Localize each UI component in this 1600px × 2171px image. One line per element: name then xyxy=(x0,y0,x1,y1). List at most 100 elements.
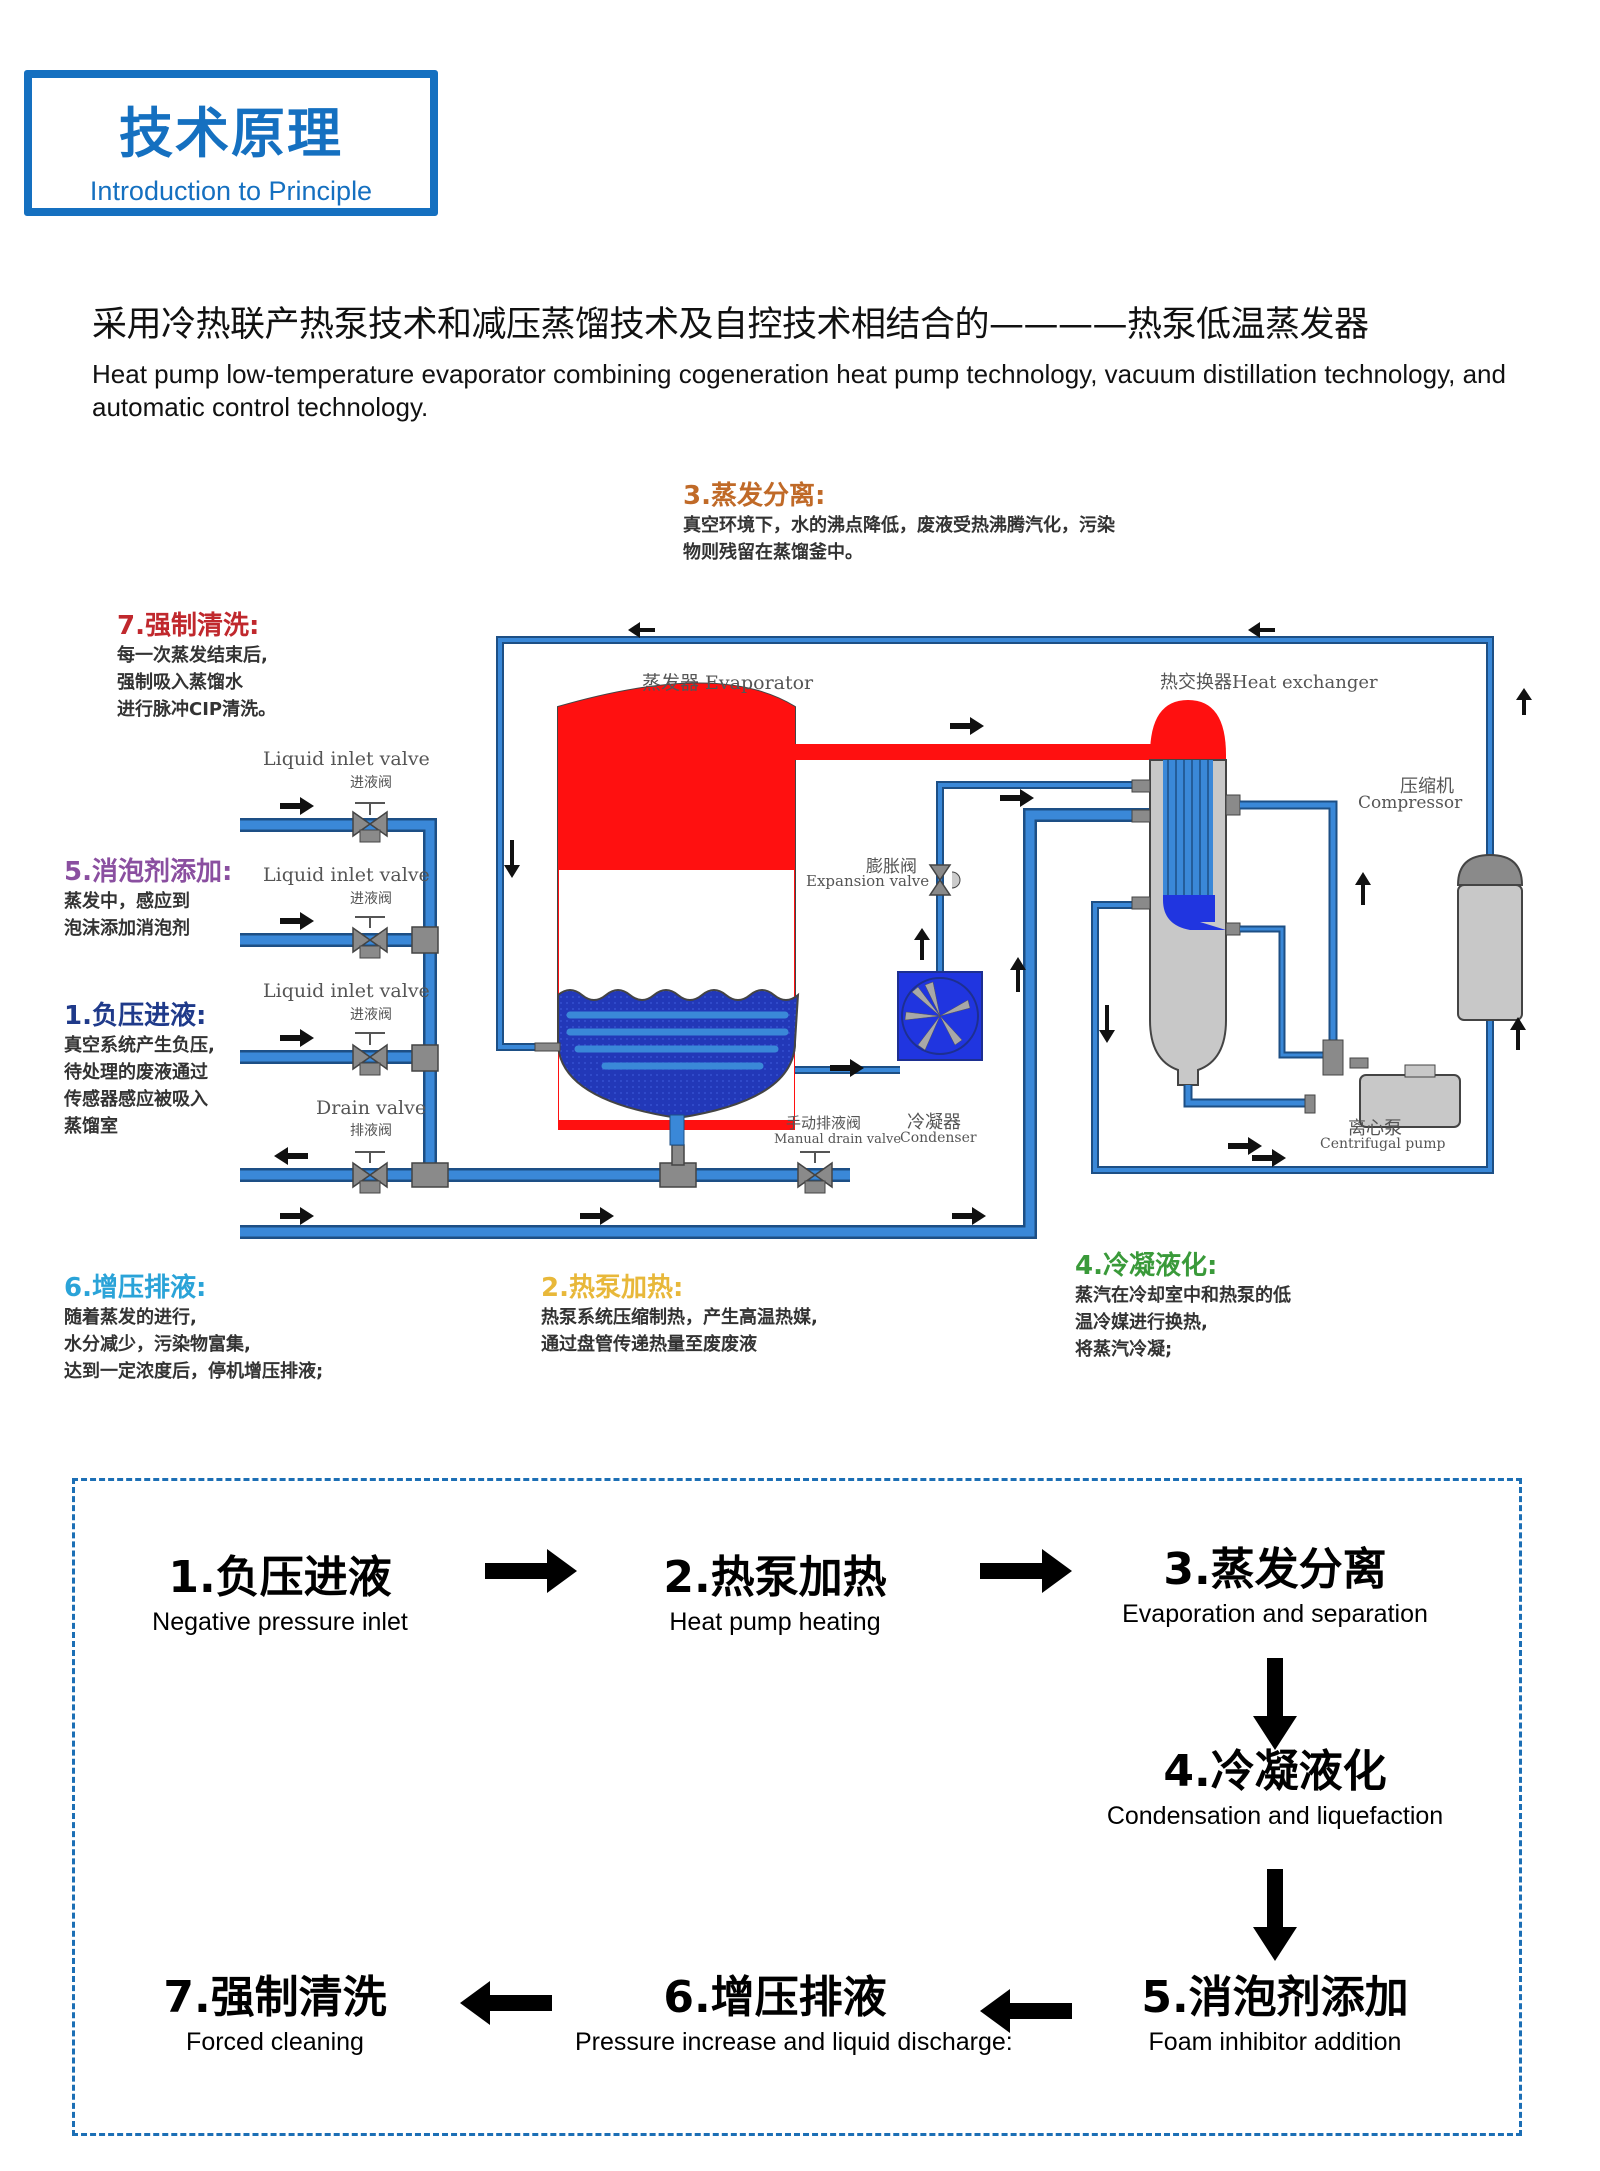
heat-exchanger-label: 热交换器Heat exchanger xyxy=(1160,672,1378,693)
expansion-valve[interactable] xyxy=(928,864,961,896)
note-line: 热泵系统压缩制热，产生高温热媒, xyxy=(541,1307,818,1328)
compressor-label-cn: 压缩机 xyxy=(1400,776,1454,797)
arrow-right-icon xyxy=(580,1207,614,1225)
flow-step-7: 7.强制清洗 Forced cleaning xyxy=(75,1971,475,2059)
note-line: 强制吸入蒸馏水 xyxy=(117,672,243,693)
note-line: 温冷媒进行换热, xyxy=(1075,1312,1208,1333)
flow-step-subtitle: Condensation and liquefaction xyxy=(1106,1802,1444,1830)
inlet-valve-3-label-en: Liquid inlet valve xyxy=(263,980,430,1002)
note-line: 物则残留在蒸馏釜中。 xyxy=(683,542,863,563)
pump-label-en: Centrifugal pump xyxy=(1320,1136,1446,1152)
flow-step-4: 4.冷凝液化 Condensation and liquefaction xyxy=(1075,1745,1475,1833)
process-flow-box: 1.负压进液 Negative pressure inlet 2.热泵加热 He… xyxy=(72,1478,1522,2136)
intro-text-cn: 采用冷热联产热泵技术和减压蒸馏技术及自控技术相结合的————热泵低温蒸发器 xyxy=(92,305,1369,345)
note-title: 2.热泵加热: xyxy=(541,1273,684,1303)
flow-step-subtitle: Forced cleaning xyxy=(186,2028,364,2056)
arrow-left-icon xyxy=(628,622,655,638)
flow-step-5: 5.消泡剂添加 Foam inhibitor addition xyxy=(1075,1971,1475,2059)
inlet-valve-3-label-cn: 进液阀 xyxy=(350,1007,392,1023)
note-step-4: 4.冷凝液化: 蒸汽在冷却室中和热泵的低 温冷媒进行换热, 将蒸汽冷凝; xyxy=(1075,1250,1291,1363)
note-line: 蒸发中，感应到 xyxy=(64,891,190,912)
arrow-right-icon xyxy=(280,1207,314,1225)
flow-step-2: 2.热泵加热 Heat pump heating xyxy=(575,1551,975,1639)
flow-step-subtitle: Negative pressure inlet xyxy=(152,1608,408,1636)
manual-drain-label-en: Manual drain valve xyxy=(774,1132,902,1147)
evaporator-label: 蒸发器 Evaporator xyxy=(642,672,814,694)
flow-step-title: 7.强制清洗 xyxy=(163,1972,387,2023)
condenser-label-cn: 冷凝器 xyxy=(907,1112,961,1133)
note-title: 6.增压排液: xyxy=(64,1273,207,1303)
note-line: 蒸汽在冷却室中和热泵的低 xyxy=(1075,1285,1291,1306)
arrow-right-icon xyxy=(950,717,984,735)
evaporator-vessel xyxy=(534,682,800,1146)
arrow-left-icon xyxy=(1248,622,1275,638)
flow-step-3: 3.蒸发分离 Evaporation and separation xyxy=(1075,1543,1475,1631)
note-step-1: 1.负压进液: 真空系统产生负压, 待处理的废液通过 传感器感应被吸入 蒸馏室 xyxy=(64,1000,215,1140)
flow-step-subtitle: Pressure increase and liquid discharge: xyxy=(575,2028,1013,2056)
note-title: 5.消泡剂添加: xyxy=(64,857,233,887)
expansion-valve-label-cn: 膨胀阀 xyxy=(866,857,917,877)
arrow-up-icon xyxy=(1355,872,1371,905)
note-line: 传感器感应被吸入 xyxy=(64,1089,208,1110)
arrow-down-icon xyxy=(1099,1005,1115,1043)
arrow-right-icon xyxy=(280,797,314,815)
top-return-pipe xyxy=(496,636,1494,1051)
flow-step-subtitle: Evaporation and separation xyxy=(1122,1600,1428,1628)
arrow-right-icon xyxy=(980,1549,1072,1593)
pump-pipes xyxy=(1183,800,1338,1108)
intro-text-en: Heat pump low-temperature evaporator com… xyxy=(92,359,1506,422)
note-step-7: 7.强制清洗: 每一次蒸发结束后, 强制吸入蒸馏水 进行脉冲CIP清洗。 xyxy=(117,610,276,723)
note-line: 真空环境下，水的沸点降低，废液受热沸腾汽化，污染 xyxy=(683,515,1115,536)
arrow-up-icon xyxy=(1510,1017,1526,1050)
drain-valve-label-cn: 排液阀 xyxy=(350,1123,392,1139)
arrow-right-icon xyxy=(1000,789,1034,807)
note-step-6: 6.增压排液: 随着蒸发的进行, 水分减少，污染物富集, 达到一定浓度后，停机增… xyxy=(64,1272,323,1385)
inlet-valve-2-label-cn: 进液阀 xyxy=(350,891,392,907)
note-step-2: 2.热泵加热: 热泵系统压缩制热，产生高温热媒, 通过盘管传递热量至废废液 xyxy=(541,1272,818,1358)
flow-step-title: 4.冷凝液化 xyxy=(1163,1746,1387,1797)
note-line: 真空系统产生负压, xyxy=(64,1035,215,1056)
inlet-valve-3[interactable] xyxy=(352,1032,388,1076)
note-line: 每一次蒸发结束后, xyxy=(117,645,268,666)
flow-step-6: 6.增压排液 Pressure increase and liquid disc… xyxy=(575,1971,1013,2059)
compressor-bottom-pipe xyxy=(1091,901,1494,1174)
note-title: 4.冷凝液化: xyxy=(1075,1251,1218,1281)
arrow-right-icon xyxy=(952,1207,986,1225)
note-step-3: 3.蒸发分离: 真空环境下，水的沸点降低，废液受热沸腾汽化，污染 物则残留在蒸馏… xyxy=(683,480,1115,566)
section-title-cn: 技术原理 xyxy=(119,102,343,165)
centrifugal-pump xyxy=(1304,1039,1461,1128)
inlet-valve-1[interactable] xyxy=(352,802,388,843)
manual-drain-valve[interactable] xyxy=(797,1151,833,1194)
arrow-right-icon xyxy=(1228,1137,1262,1155)
pump-label-cn: 离心泵 xyxy=(1348,1118,1402,1139)
note-title: 7.强制清洗: xyxy=(117,611,260,641)
flow-step-title: 1.负压进液 xyxy=(168,1552,392,1603)
note-line: 随着蒸发的进行, xyxy=(64,1307,197,1328)
note-step-5: 5.消泡剂添加: 蒸发中，感应到 泡沫添加消泡剂 xyxy=(64,856,232,942)
arrow-right-icon xyxy=(830,1059,864,1077)
flow-step-title: 5.消泡剂添加 xyxy=(1141,1972,1409,2023)
arrow-up-icon xyxy=(1516,688,1532,715)
flow-step-subtitle: Heat pump heating xyxy=(669,1608,881,1636)
arrow-down-icon xyxy=(1253,1869,1297,1961)
flow-arrows xyxy=(274,622,1532,1225)
manual-drain-label-cn: 手动排液阀 xyxy=(786,1114,862,1132)
flow-step-1: 1.负压进液 Negative pressure inlet xyxy=(80,1551,480,1639)
flow-step-title: 3.蒸发分离 xyxy=(1163,1544,1387,1595)
arrow-right-icon xyxy=(280,912,314,930)
note-line: 泡沫添加消泡剂 xyxy=(64,918,190,939)
flow-step-title: 6.增压排液 xyxy=(663,1972,887,2023)
inlet-valve-2[interactable] xyxy=(352,916,388,959)
arrow-left-icon xyxy=(274,1147,308,1165)
note-line: 待处理的废液通过 xyxy=(64,1062,208,1083)
arrow-left-icon xyxy=(980,1989,1072,2033)
note-line: 蒸馏室 xyxy=(64,1116,118,1137)
note-line: 进行脉冲CIP清洗。 xyxy=(117,699,277,720)
inlet-pipes xyxy=(240,808,1165,1239)
inlet-valve-1-label-cn: 进液阀 xyxy=(350,775,392,791)
note-line: 水分减少，污染物富集, xyxy=(64,1334,251,1355)
note-line: 将蒸汽冷凝; xyxy=(1075,1339,1173,1360)
drain-valve[interactable] xyxy=(352,1151,388,1194)
inlet-valve-1-label-en: Liquid inlet valve xyxy=(263,748,430,770)
note-title: 3.蒸发分离: xyxy=(683,481,826,511)
